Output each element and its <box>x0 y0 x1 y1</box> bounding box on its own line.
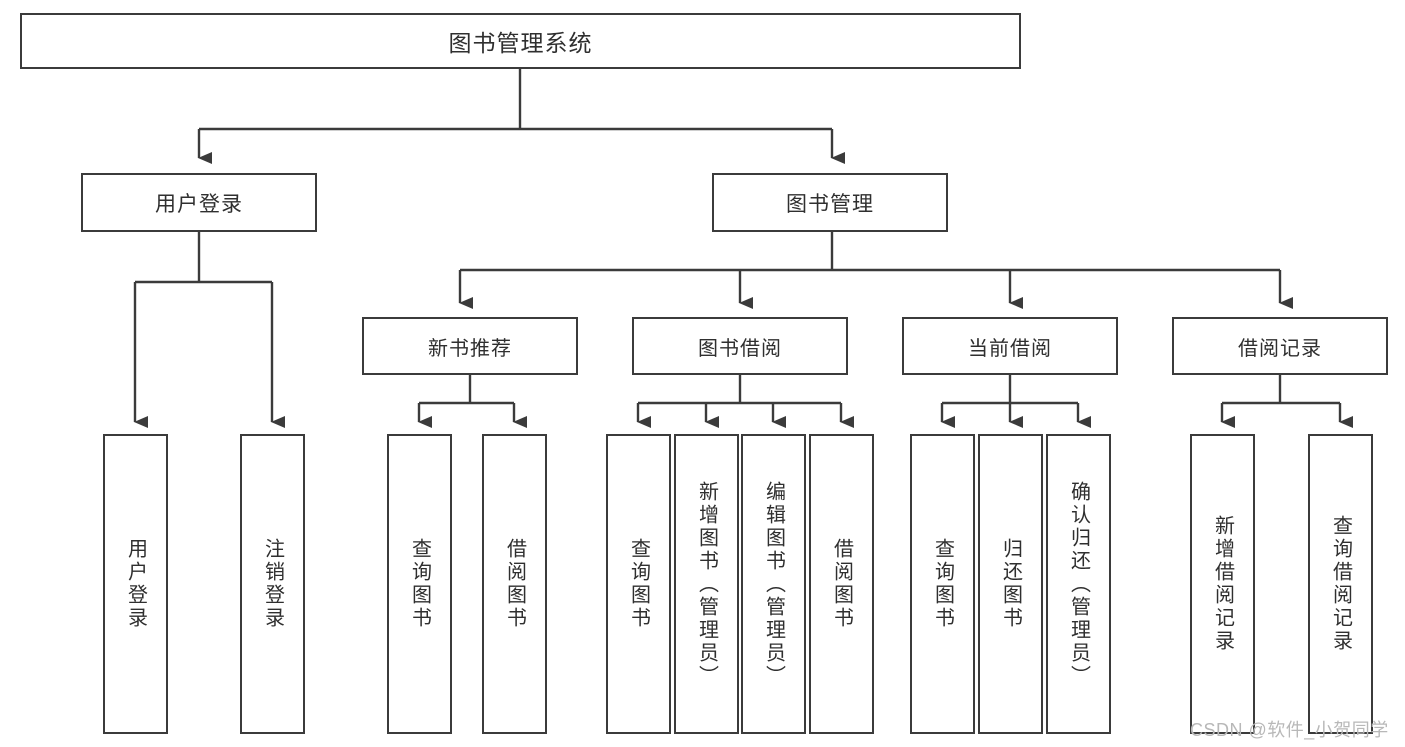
node-root[interactable]: 图书管理系统 <box>20 13 1021 69</box>
node-borrow-record-label: 借阅记录 <box>1238 337 1322 360</box>
node-current-borrow[interactable]: 当前借阅 <box>902 317 1118 375</box>
leaf-label: 查询借阅记录 <box>1329 515 1352 653</box>
leaf-label: 用户登录 <box>124 538 147 630</box>
leaf-label: 查询图书 <box>408 538 431 630</box>
leaf-borrow-edit-book-admin[interactable]: 编辑图书（管理员） <box>741 434 806 734</box>
leaf-borrow-add-book-admin[interactable]: 新增图书（管理员） <box>674 434 739 734</box>
leaf-new-book-query[interactable]: 查询图书 <box>387 434 452 734</box>
leaf-current-query-book[interactable]: 查询图书 <box>910 434 975 734</box>
node-book-management[interactable]: 图书管理 <box>712 173 948 232</box>
leaf-new-book-borrow[interactable]: 借阅图书 <box>482 434 547 734</box>
leaf-label: 注销登录 <box>261 538 284 630</box>
leaf-label: 借阅图书 <box>503 538 526 630</box>
leaf-record-query[interactable]: 查询借阅记录 <box>1308 434 1373 734</box>
node-book-borrow-label: 图书借阅 <box>698 337 782 360</box>
node-user-login[interactable]: 用户登录 <box>81 173 317 232</box>
leaf-borrow-query-book[interactable]: 查询图书 <box>606 434 671 734</box>
leaf-user-login-login[interactable]: 用户登录 <box>103 434 168 734</box>
node-root-label: 图书管理系统 <box>448 30 593 56</box>
leaf-label: 新增借阅记录 <box>1211 515 1234 653</box>
leaf-current-confirm-return-admin[interactable]: 确认归还（管理员） <box>1046 434 1111 734</box>
leaf-label: 编辑图书（管理员） <box>762 480 785 688</box>
leaf-label: 查询图书 <box>627 538 650 630</box>
leaf-record-add[interactable]: 新增借阅记录 <box>1190 434 1255 734</box>
node-new-book-recommend-label: 新书推荐 <box>428 337 512 360</box>
leaf-label: 确认归还（管理员） <box>1067 480 1090 688</box>
leaf-label: 查询图书 <box>931 538 954 630</box>
node-user-login-label: 用户登录 <box>155 192 243 216</box>
node-book-management-label: 图书管理 <box>786 192 874 216</box>
node-borrow-record[interactable]: 借阅记录 <box>1172 317 1388 375</box>
node-new-book-recommend[interactable]: 新书推荐 <box>362 317 578 375</box>
leaf-borrow-borrow-book[interactable]: 借阅图书 <box>809 434 874 734</box>
node-current-borrow-label: 当前借阅 <box>968 337 1052 360</box>
node-book-borrow[interactable]: 图书借阅 <box>632 317 848 375</box>
leaf-label: 借阅图书 <box>830 538 853 630</box>
leaf-user-login-logout[interactable]: 注销登录 <box>240 434 305 734</box>
leaf-label: 新增图书（管理员） <box>695 480 718 688</box>
leaf-label: 归还图书 <box>999 538 1022 630</box>
leaf-current-return-book[interactable]: 归还图书 <box>978 434 1043 734</box>
